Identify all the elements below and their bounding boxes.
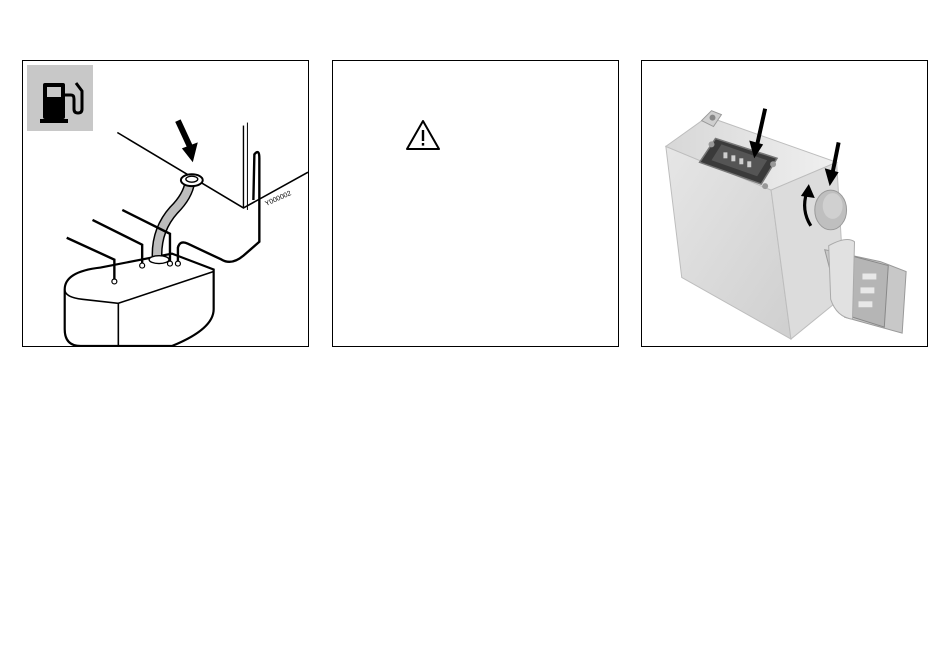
- control-unit-drawing: [642, 61, 927, 346]
- fuel-pump-badge: [27, 65, 93, 131]
- warning-triangle-icon: [405, 119, 441, 151]
- fuel-tank-illustration: Y000002: [22, 60, 309, 347]
- control-unit-photo: [641, 60, 928, 347]
- fuel-pump-icon: [27, 65, 93, 131]
- figure-reference-code: Y000002: [264, 190, 292, 208]
- warning-panel: [332, 60, 619, 347]
